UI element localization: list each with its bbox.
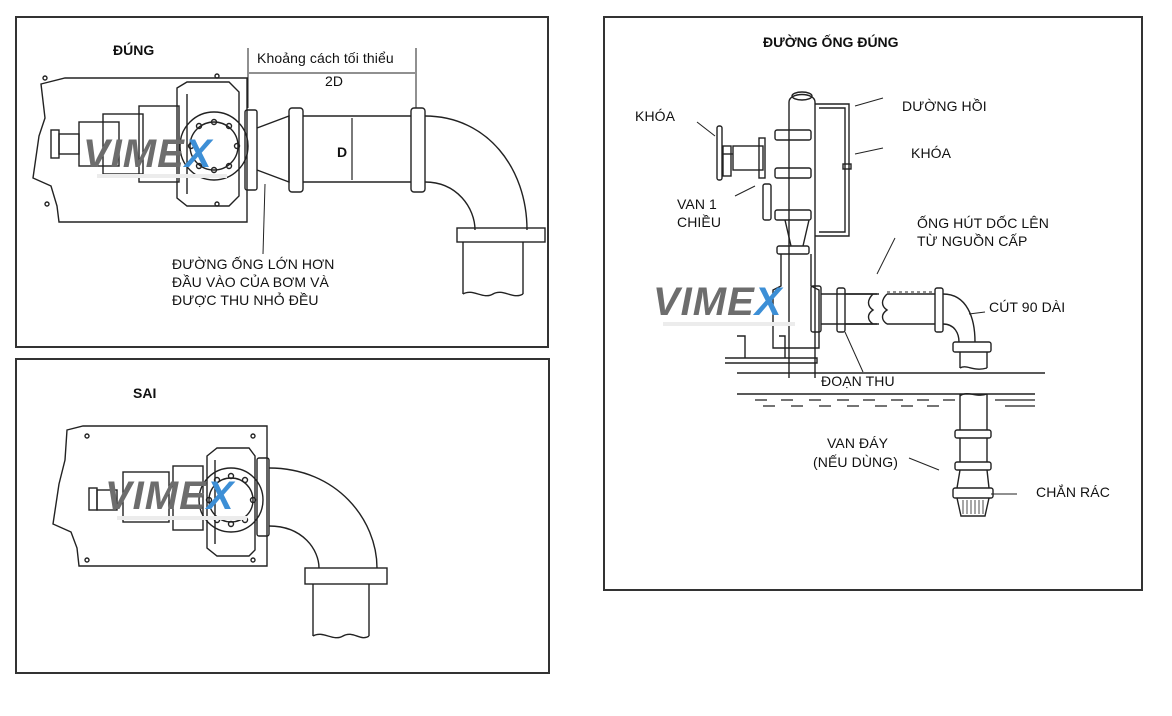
label-long-elbow: CÚT 90 DÀI xyxy=(989,299,1066,315)
watermark-main-text: VIME xyxy=(105,474,207,518)
label-valve-left: KHÓA xyxy=(635,108,676,124)
watermark-main-text: VIME xyxy=(653,280,755,324)
panel-title-wrong: SAI xyxy=(133,385,157,401)
label-check-valve-line-2: CHIỀU xyxy=(677,214,722,230)
label-check-valve-line-1: VAN 1 xyxy=(677,196,717,212)
label-valve-right: KHÓA xyxy=(911,145,952,161)
label-foot-valve-line-2: (NẾU DÙNG) xyxy=(813,454,898,470)
watermark-subtitle-bar xyxy=(97,174,227,178)
panel-correct-piping: ĐƯỜNG ỐNG ĐÚNG KHÓA DƯỜNG HỒI KHÓA VAN 1… xyxy=(603,16,1143,591)
watermark-subtitle-bar xyxy=(117,516,247,520)
watermark-accent-text: X xyxy=(184,132,213,176)
panel-wrong: SAI VIMEX xyxy=(15,358,550,674)
label-bypass-line: DƯỜNG HỒI xyxy=(902,98,987,114)
panel-title-correct: ĐÚNG xyxy=(113,42,155,58)
correct-piping-drawing xyxy=(696,91,1045,517)
watermark-accent-text: X xyxy=(206,474,235,518)
reducer-note-line-2: ĐẦU VÀO CỦA BƠM VÀ xyxy=(172,274,329,290)
vimex-watermark: VIMEX xyxy=(105,476,234,516)
reducer-note-line-3: ĐƯỢC THU NHỎ ĐỀU xyxy=(172,292,319,308)
label-reducer: ĐOẠN THU xyxy=(821,373,895,389)
vimex-watermark: VIMEX xyxy=(83,134,212,174)
watermark-subtitle-bar xyxy=(663,322,795,326)
panel-correct: ĐÚNG Khoảng cách tối thiểu 2D D ĐƯỜNG ỐN… xyxy=(15,16,549,348)
label-suction-slope-line-1: ỐNG HÚT DỐC LÊN xyxy=(917,215,1049,231)
vimex-watermark: VIMEX xyxy=(653,282,782,322)
panel-title-correct-piping: ĐƯỜNG ỐNG ĐÚNG xyxy=(763,34,899,50)
reducer-note-line-1: ĐƯỜNG ỐNG LỚN HƠN xyxy=(172,256,335,272)
min-distance-label: Khoảng cách tối thiểu xyxy=(257,50,394,66)
distance-value-label: 2D xyxy=(325,73,344,89)
diameter-label: D xyxy=(337,144,348,160)
correct-pump-drawing xyxy=(32,48,546,297)
label-strainer: CHẮN RÁC xyxy=(1036,484,1110,500)
wrong-pump-drawing xyxy=(52,425,388,639)
label-foot-valve-line-1: VAN ĐÁY xyxy=(827,435,889,451)
label-suction-slope-line-2: TỪ NGUỒN CẤP xyxy=(917,233,1028,249)
base-plate xyxy=(32,77,248,223)
base-plate xyxy=(52,425,268,567)
watermark-main-text: VIME xyxy=(83,132,185,176)
watermark-accent-text: X xyxy=(754,280,783,324)
